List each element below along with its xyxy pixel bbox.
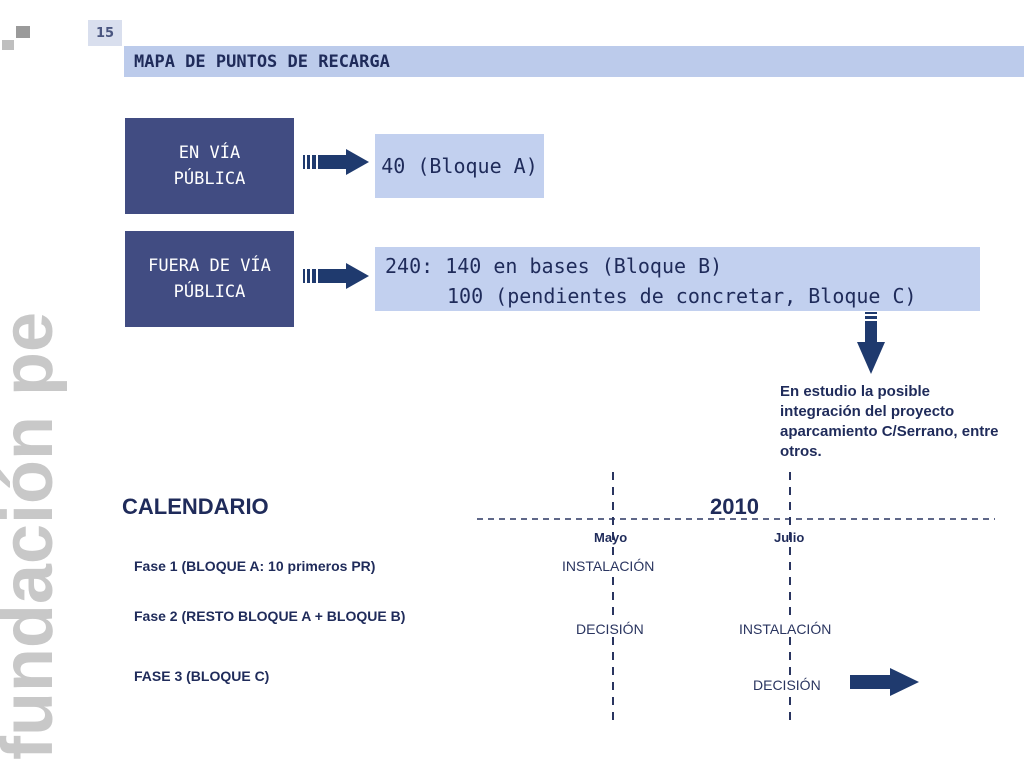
category-off-street: FUERA DE VÍA PÚBLICA (125, 231, 294, 327)
arrow-down-icon (857, 312, 885, 374)
arrow-right-icon (303, 263, 369, 289)
arrow-right-icon (850, 668, 919, 696)
calendar-title: CALENDARIO (122, 494, 269, 519)
category-label-line1: EN VÍA (178, 143, 241, 163)
title-bar (124, 46, 1024, 77)
study-note: En estudio la posible integración del pr… (780, 383, 999, 460)
page-title: MAPA DE PUNTOS DE RECARGA (134, 52, 390, 72)
result-off-street: 240: 140 en bases (Bloque B) 100 (pendie… (375, 247, 980, 311)
phase-3-label: FASE 3 (BLOQUE C) (134, 668, 270, 684)
calendar-year: 2010 (710, 494, 759, 519)
category-label-line1: FUERA DE VÍA (148, 256, 271, 276)
category-label-line2: PÚBLICA (173, 282, 246, 302)
result-line1: 240: 140 en bases (Bloque B) (385, 254, 723, 278)
event-decision: DECISIÓN (751, 677, 823, 693)
category-label-line2: PÚBLICA (173, 169, 246, 189)
month-label-julio: Julio (774, 530, 805, 545)
phase-1-label: Fase 1 (BLOQUE A: 10 primeros PR) (134, 558, 376, 574)
event-installation: INSTALACIÓN (560, 558, 657, 574)
month-label-mayo: Mayo (594, 530, 628, 545)
result-on-street: 40 (Bloque A) (375, 134, 544, 198)
page-number: 15 (88, 20, 122, 46)
logo: fundación pe (0, 26, 68, 760)
result-text: 40 (Bloque A) (381, 154, 538, 178)
arrow-right-icon (303, 149, 369, 175)
event-installation: INSTALACIÓN (737, 621, 834, 637)
phase-2-label: Fase 2 (RESTO BLOQUE A + BLOQUE B) (134, 608, 406, 624)
event-decision: DECISIÓN (574, 621, 646, 637)
category-on-street: EN VÍA PÚBLICA (125, 118, 294, 214)
result-line2: 100 (pendientes de concretar, Bloque C) (447, 284, 917, 308)
svg-text:fundación pe: fundación pe (0, 312, 68, 760)
